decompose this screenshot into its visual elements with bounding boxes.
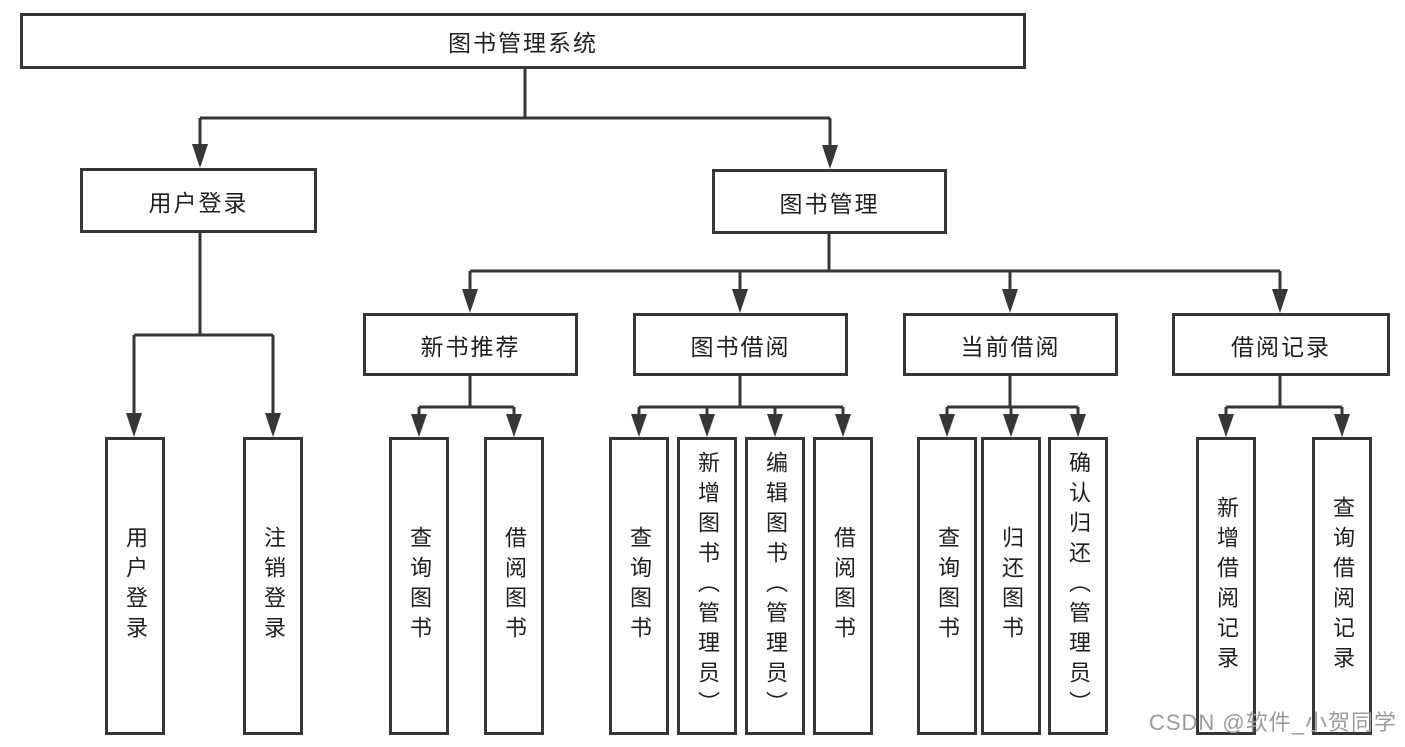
leaf-query-books-borrow: 查询图书 xyxy=(609,437,669,735)
node-library-system-label: 图书管理系统 xyxy=(448,30,598,56)
node-borrow-records-label: 借阅记录 xyxy=(1231,333,1331,360)
leaf-confirm-return-admin-label: 确认归还（管理员） xyxy=(1066,451,1091,721)
arrowhead-icons xyxy=(126,144,1350,437)
node-user-login-label: 用户登录 xyxy=(148,189,249,216)
leaf-query-books-recommend-label: 查询图书 xyxy=(407,526,432,646)
node-borrow-records: 借阅记录 xyxy=(1172,313,1390,376)
node-current-borrow-label: 当前借阅 xyxy=(960,333,1061,360)
node-book-borrow: 图书借阅 xyxy=(633,313,848,376)
node-library-system: 图书管理系统 xyxy=(20,13,1026,69)
leaf-query-books-borrow-label: 查询图书 xyxy=(627,526,652,646)
leaf-add-borrow-record: 新增借阅记录 xyxy=(1196,437,1256,735)
leaf-add-book-admin: 新增图书（管理员） xyxy=(677,437,737,735)
node-new-book-recommendation: 新书推荐 xyxy=(363,313,578,376)
leaf-borrow-books-label: 借阅图书 xyxy=(831,526,856,646)
leaf-query-borrow-record-label: 查询借阅记录 xyxy=(1330,496,1355,676)
leaf-query-borrow-record: 查询借阅记录 xyxy=(1312,437,1372,735)
leaf-logout: 注销登录 xyxy=(243,437,303,735)
leaf-edit-book-admin: 编辑图书（管理员） xyxy=(745,437,805,735)
leaf-add-book-admin-label: 新增图书（管理员） xyxy=(695,451,720,721)
leaf-query-books-current: 查询图书 xyxy=(917,437,977,735)
leaf-query-books-current-label: 查询图书 xyxy=(935,526,960,646)
leaf-confirm-return-admin: 确认归还（管理员） xyxy=(1048,437,1108,735)
node-book-borrow-label: 图书借阅 xyxy=(690,333,791,360)
leaf-borrow-books-recommend-label: 借阅图书 xyxy=(502,526,527,646)
node-book-management-label: 图书管理 xyxy=(779,190,880,217)
leaf-add-borrow-record-label: 新增借阅记录 xyxy=(1214,496,1239,676)
leaf-borrow-books-recommend: 借阅图书 xyxy=(484,437,544,735)
leaf-user-login-label: 用户登录 xyxy=(123,526,148,646)
leaf-borrow-books: 借阅图书 xyxy=(813,437,873,735)
leaf-edit-book-admin-label: 编辑图书（管理员） xyxy=(763,451,788,721)
node-user-login: 用户登录 xyxy=(80,168,317,233)
node-current-borrow: 当前借阅 xyxy=(903,313,1118,376)
node-new-book-recommendation-label: 新书推荐 xyxy=(420,333,521,360)
leaf-user-login: 用户登录 xyxy=(105,437,165,735)
node-book-management: 图书管理 xyxy=(712,169,947,234)
leaf-logout-label: 注销登录 xyxy=(261,526,286,646)
leaf-return-books-label: 归还图书 xyxy=(999,526,1024,646)
leaf-return-books: 归还图书 xyxy=(981,437,1041,735)
leaf-query-books-recommend: 查询图书 xyxy=(389,437,449,735)
watermark: CSDN @软件_小贺同学 xyxy=(1148,710,1397,735)
